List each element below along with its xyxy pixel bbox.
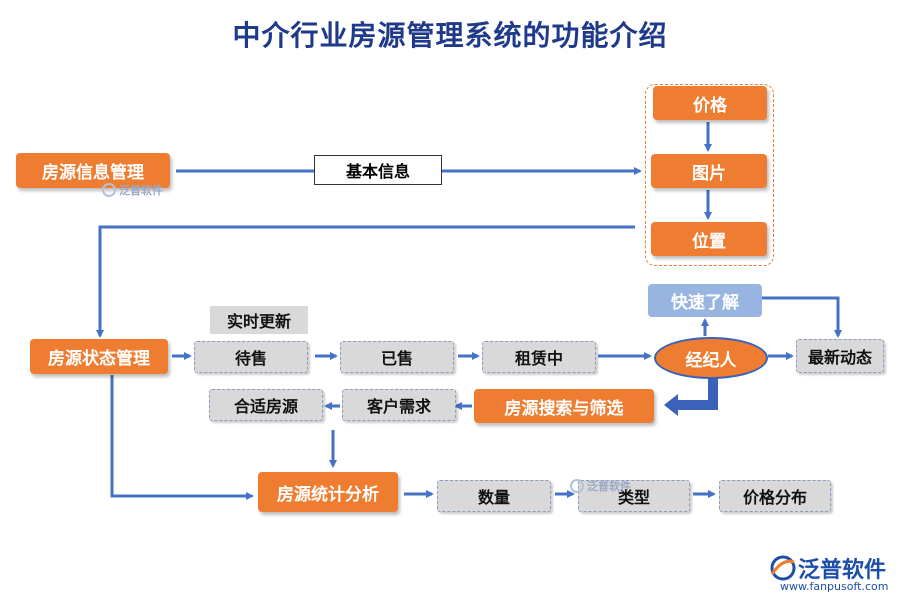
sold-node: 已售 [340, 341, 454, 373]
brand-url: www.fanpusoft.com [780, 580, 889, 593]
arrow-group-to-status [96, 225, 635, 338]
watermark: 泛普软件 [570, 478, 631, 494]
stats-node: 房源统计分析 [258, 472, 398, 512]
status-mgmt-node: 房源状态管理 [30, 339, 168, 374]
arrow-quick-to-news [762, 296, 842, 338]
price-node: 价格 [653, 86, 767, 120]
quantity-node: 数量 [437, 480, 551, 512]
watermark-logo-icon [570, 479, 584, 493]
latest-news-node: 最新动态 [796, 339, 884, 373]
for-sale-node: 待售 [194, 341, 308, 373]
info-mgmt-node: 房源信息管理 [16, 153, 170, 188]
type-node: 类型 [578, 480, 690, 512]
search-filter-node: 房源搜索与筛选 [474, 389, 654, 423]
watermark-logo-icon [102, 183, 116, 197]
location-node: 位置 [651, 222, 767, 256]
arrow-agent-to-search [664, 378, 718, 416]
page-title: 中介行业房源管理系统的功能介绍 [232, 19, 668, 52]
realtime-update-label: 实时更新 [210, 306, 308, 334]
client-needs-node: 客户需求 [342, 389, 456, 421]
renting-node: 租赁中 [482, 341, 596, 373]
basic-info-node: 基本信息 [314, 155, 442, 185]
arrow-status-to-stats [110, 375, 254, 500]
suitable-property-node: 合适房源 [209, 389, 323, 421]
watermark: 泛普软件 [102, 182, 163, 198]
property-details-group [645, 84, 774, 266]
brand-name: 泛普软件 [798, 558, 887, 583]
price-dist-node: 价格分布 [719, 480, 831, 512]
brand-logo: 泛普软件 [768, 552, 886, 584]
quick-learn-node: 快速了解 [648, 284, 762, 317]
picture-node: 图片 [651, 154, 767, 188]
brand-logo-icon [770, 555, 796, 581]
agent-node: 经纪人 [654, 337, 768, 379]
